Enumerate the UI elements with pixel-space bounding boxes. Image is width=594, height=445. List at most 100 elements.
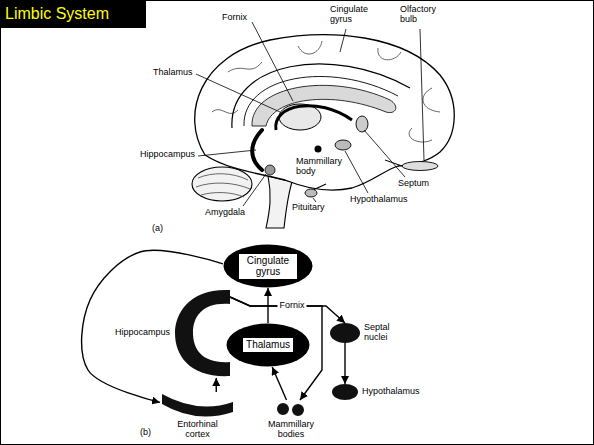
gyrus-line: [378, 48, 401, 60]
structure-shape: Mammillary bodies: [276, 400, 306, 418]
leader-line: [340, 29, 346, 52]
panel-letter: (b): [140, 428, 151, 438]
leader-line: [345, 151, 368, 193]
brainstem: [266, 176, 292, 228]
label-holder: Fornix: [222, 13, 247, 23]
folium-line: [201, 193, 244, 197]
structure-fill: [332, 384, 358, 400]
structure-shape: Hippocampus: [175, 288, 230, 378]
folium-line: [196, 183, 250, 189]
structure-outline: [330, 323, 360, 343]
leader-line: [420, 29, 424, 160]
septum-shape: [356, 116, 368, 132]
structure-name: Hypothalamus: [362, 387, 420, 397]
cerebellum: [192, 167, 252, 201]
label-holder: Hippocampus: [140, 150, 195, 160]
slide-title: Limbic System: [5, 4, 138, 24]
title-bar: Limbic System: [0, 0, 146, 28]
hypothalamus-shape: [335, 140, 351, 150]
structure-fill: [175, 290, 230, 376]
part-label: Hippocampus: [140, 150, 195, 160]
label-holder: Fornix: [277, 301, 306, 311]
corpus-callosum: [252, 85, 396, 126]
label-holder: Septal nuclei: [364, 323, 402, 343]
gyrus-line: [298, 41, 322, 54]
fornix-shape: [276, 106, 352, 130]
part-label: Septum: [398, 179, 429, 189]
olfactory-bulb-shape: [402, 162, 438, 171]
thalamus-shape: [279, 104, 321, 130]
leader-line: [364, 130, 405, 177]
label-holder: Mammillary body: [296, 157, 346, 177]
label-holder: Thalamus: [153, 68, 193, 78]
region-name: Cingulate gyrus: [242, 255, 294, 278]
label-holder: Hypothalamus: [350, 195, 408, 205]
structure-outline: [160, 392, 235, 418]
leader-line: [313, 198, 316, 202]
leader-line: [196, 74, 280, 112]
panel-letter: (a): [152, 224, 163, 234]
leader-lines: [196, 22, 424, 206]
region-ellipse-fill: [227, 324, 310, 367]
structure-name: Mammillary bodies: [265, 420, 317, 440]
structure-name: Entorhinal cortex: [172, 420, 224, 440]
region-ellipse: Thalamus: [226, 323, 310, 367]
leader-line: [252, 22, 293, 101]
part-label: Olfactory bulb: [400, 5, 442, 25]
label-holder: (a): [152, 224, 163, 234]
structure-outline: [332, 384, 358, 400]
label-holder: (b): [140, 428, 151, 438]
leader-line: [243, 174, 266, 206]
label-holder: Septum: [398, 179, 429, 189]
region-name: Thalamus: [246, 339, 290, 351]
cerebrum-outline: [195, 35, 455, 190]
label-box: Cingulate gyrus: [238, 253, 298, 280]
gyrus-line: [228, 62, 262, 72]
pituitary-shape: [305, 189, 317, 197]
part-label: Thalamus: [153, 68, 193, 78]
region-ellipse: Cingulate gyrus: [223, 244, 313, 288]
amygdala-shape: [265, 165, 275, 175]
gyrus-line: [423, 88, 440, 112]
region-ellipse-fill: [224, 245, 313, 288]
pathway-arrow: [82, 250, 223, 402]
pituitary-stalk: [313, 184, 326, 190]
mammillary-body-shape: [315, 146, 322, 153]
structure-shape: Septal nuclei: [330, 323, 360, 343]
part-label: Fornix: [222, 13, 247, 23]
cortex-gyri: [212, 41, 440, 142]
olfactory-tract: [385, 160, 402, 166]
folium-line: [198, 174, 248, 180]
part-label: Hypothalamus: [350, 195, 408, 205]
structure-fill: [277, 403, 304, 416]
label-holder: Olfactory bulb: [400, 5, 442, 25]
structure-outline: [175, 288, 230, 378]
label-holder: Entorhinal cortex: [172, 420, 224, 440]
pathway-label: Fornix: [277, 301, 306, 311]
structure-shape: Hypothalamus: [332, 384, 358, 400]
pathway-arrow: [267, 288, 268, 323]
label-holder: Mammillary bodies: [265, 420, 317, 440]
structure-fill: [330, 323, 360, 343]
part-label: Mammillary body: [296, 157, 346, 177]
gyrus-line: [409, 128, 432, 142]
label-holder: Pituitary: [292, 203, 325, 213]
structure-outline: [276, 400, 306, 418]
pathway-arrow: [272, 367, 286, 400]
label-holder: Hippocampus: [115, 328, 170, 338]
label-box: Thalamus: [242, 337, 294, 353]
leader-line: [198, 150, 256, 156]
part-label: Amygdala: [205, 208, 245, 218]
label-holder: Amygdala: [205, 208, 245, 218]
pathway-arrow: [216, 378, 217, 392]
structure-shape: Entorhinal cortex: [160, 392, 235, 418]
part-label: Cingulate gyrus: [330, 5, 374, 25]
pathway-arrow: [344, 343, 345, 384]
structure-name: Septal nuclei: [364, 323, 402, 343]
part-label: Pituitary: [292, 203, 325, 213]
